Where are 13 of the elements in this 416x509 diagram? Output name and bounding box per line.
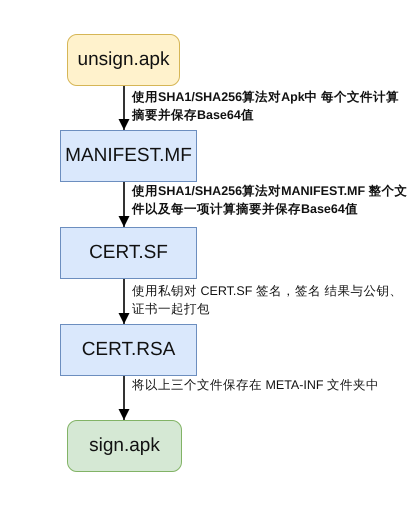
edge-label: 将以上三个文件保存在 META-INF 文件夹中 bbox=[132, 377, 380, 394]
edge-label: 使用私钥对 CERT.SF 签名，签名 结果与公钥、证书一起打包 bbox=[132, 283, 404, 318]
file-box: MANIFEST.MF bbox=[60, 130, 197, 182]
edge-label: 使用SHA1/SHA256算法对Apk中 每个文件计算摘要并保存Base64值 bbox=[132, 89, 400, 124]
edge-label: 使用SHA1/SHA256算法对MANIFEST.MF 整个文件以及每一项计算摘要并保存Base64值 bbox=[132, 183, 409, 218]
file-box: sign.apk bbox=[67, 420, 182, 472]
file-box: CERT.RSA bbox=[60, 324, 197, 376]
arrow bbox=[118, 376, 130, 420]
file-box: CERT.SF bbox=[60, 227, 197, 279]
arrow bbox=[118, 86, 130, 130]
file-box: unsign.apk bbox=[67, 34, 180, 86]
arrow bbox=[118, 182, 130, 227]
arrow bbox=[118, 279, 130, 324]
